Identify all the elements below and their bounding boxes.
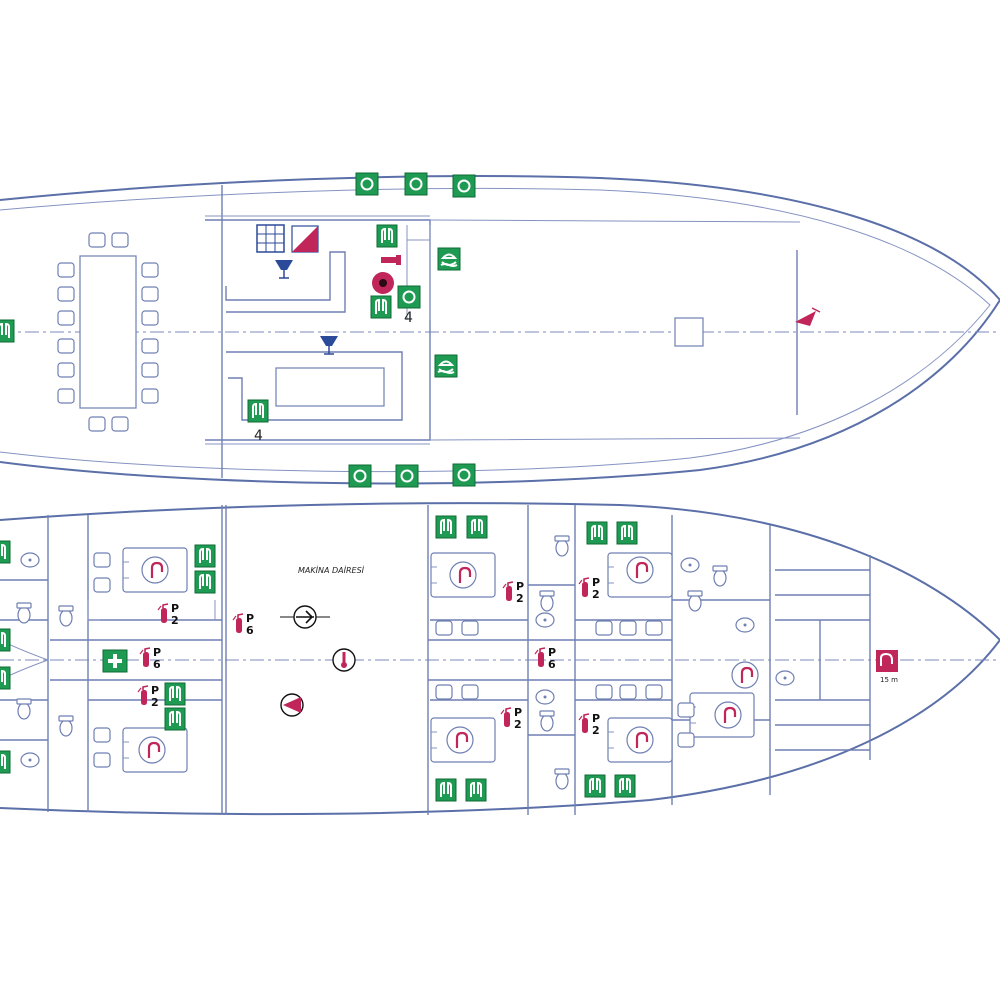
first-aid-sign-icon (101, 648, 129, 674)
fire-extinguisher-icon: P 2 (578, 712, 600, 737)
life-jacket-sign-icon (164, 682, 186, 706)
life-jacket-sign-icon (194, 544, 216, 568)
svg-text:P: P (153, 646, 161, 659)
muster-count-bottom: 4 (254, 428, 263, 444)
svg-text:P: P (171, 602, 179, 615)
fire-hose-icon (876, 650, 898, 672)
liferaft-sign-icon (434, 354, 458, 378)
life-jacket-sign-icon (616, 521, 638, 545)
lower-deck: MAKİNA DAİRESİ P 2 P 6 P 6 (0, 502, 1000, 816)
fire-extinguisher-icon: P 2 (157, 602, 179, 627)
svg-text:P: P (592, 712, 600, 725)
fire-hose-icon (713, 700, 743, 730)
svg-text:P: P (246, 612, 254, 625)
fire-hose-icon (137, 735, 167, 765)
fire-hose-icon (625, 725, 655, 755)
fire-pump-icon (280, 693, 304, 717)
svg-text:2: 2 (151, 696, 159, 709)
life-jacket-sign-icon (376, 224, 398, 248)
life-jacket-sign-icon (466, 515, 488, 539)
hose-length-label: 15 m (880, 676, 898, 684)
dining-table (79, 255, 137, 409)
hatch (674, 317, 704, 347)
fire-extinguisher-icon: P 2 (578, 576, 600, 601)
fire-pump-icon (280, 605, 330, 629)
life-jacket-sign-icon (614, 774, 636, 798)
svg-text:2: 2 (516, 592, 524, 605)
life-ring-sign-icon (395, 464, 419, 488)
svg-text:2: 2 (592, 724, 600, 737)
upper-hull (0, 175, 1000, 485)
life-jacket-sign-icon (370, 295, 392, 319)
life-jacket-sign-icon (0, 628, 11, 652)
life-jacket-sign-icon (584, 774, 606, 798)
fire-extinguisher-icon: P 6 (139, 646, 161, 671)
upper-bulwark (0, 187, 991, 473)
fire-extinguisher-icon: P 6 (534, 646, 556, 671)
life-jacket-sign-icon (435, 515, 457, 539)
emergency-exit-sign-icon (247, 399, 269, 423)
life-jacket-sign-icon (0, 666, 11, 690)
fire-extinguisher-icon: P 2 (137, 684, 159, 709)
life-ring-sign-icon (452, 463, 476, 487)
life-jacket-sign-icon (586, 521, 608, 545)
fire-hose-icon (448, 560, 478, 590)
svg-text:P: P (151, 684, 159, 697)
life-ring-sign-icon (348, 464, 372, 488)
wheel-console (275, 367, 385, 407)
life-ring-sign-icon (397, 285, 421, 309)
life-jacket-sign-icon (435, 778, 457, 802)
svg-text:P: P (548, 646, 556, 659)
svg-text:2: 2 (171, 614, 179, 627)
upper-deck: 4 4 (0, 172, 1000, 488)
life-jacket-sign-icon (0, 540, 11, 564)
fire-hose-icon (140, 555, 170, 585)
life-ring-sign-icon (404, 172, 428, 196)
fire-door-icon (291, 225, 319, 253)
svg-text:6: 6 (246, 624, 254, 637)
life-ring-sign-icon (452, 174, 476, 198)
fire-extinguisher-icon: P 2 (500, 706, 522, 731)
fire-extinguisher-icon: P 6 (232, 612, 254, 637)
fire-pump-icon (795, 307, 821, 326)
muster-count-top: 4 (404, 310, 413, 326)
life-ring-sign-icon (355, 172, 379, 196)
bilge-pump-icon (332, 648, 356, 672)
life-jacket-sign-icon (194, 570, 216, 594)
liferaft-sign-icon (437, 247, 461, 271)
svg-text:P: P (514, 706, 522, 719)
fire-hose-icon (730, 660, 760, 690)
svg-text:P: P (516, 580, 524, 593)
bilge-pump-icon (320, 336, 338, 355)
svg-text:2: 2 (592, 588, 600, 601)
fire-alarm-icon (372, 272, 394, 294)
fire-hose-icon (381, 255, 401, 265)
life-jacket-sign-icon (0, 750, 11, 774)
svg-text:2: 2 (514, 718, 522, 731)
alarm-panel-icon (256, 224, 285, 253)
svg-text:P: P (592, 576, 600, 589)
svg-text:6: 6 (548, 658, 556, 671)
svg-text:6: 6 (153, 658, 161, 671)
life-jacket-sign-icon (465, 778, 487, 802)
fire-hose-icon (445, 725, 475, 755)
deckhouse-outline (205, 219, 431, 441)
engine-room-label: MAKİNA DAİRESİ (298, 565, 365, 575)
fire-hose-icon (625, 555, 655, 585)
life-jacket-sign-icon (164, 707, 186, 731)
bilge-pump-icon (275, 260, 293, 279)
fire-extinguisher-icon: P 2 (502, 580, 524, 605)
life-jacket-sign-icon (0, 319, 15, 343)
